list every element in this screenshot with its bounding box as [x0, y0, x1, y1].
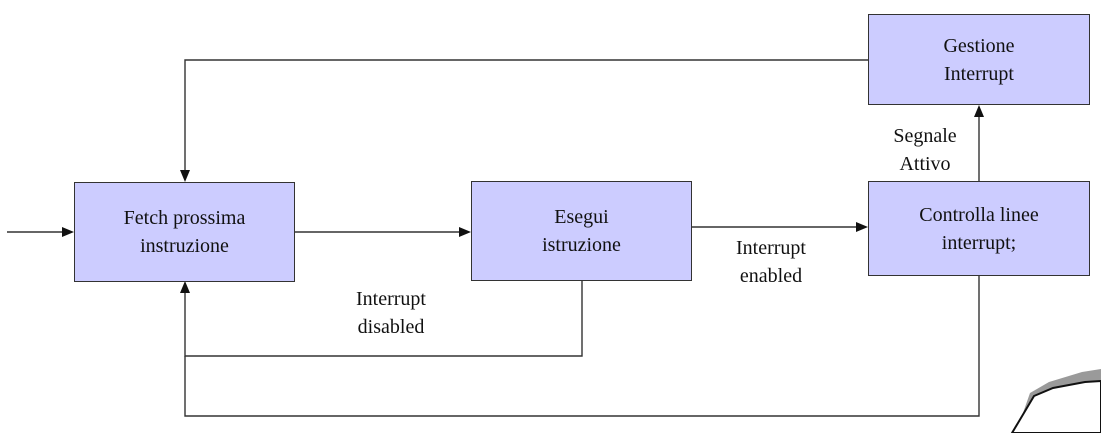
esegui-to-fetch-disabled-arrow [180, 281, 190, 293]
fetch-to-esegui-arrow [459, 227, 471, 237]
controlla-to-fetch-edge [184, 275, 980, 417]
esegui-node: Esegui istruzione [471, 181, 692, 281]
gestione-to-fetch-edge [184, 59, 868, 172]
interrupt-disabled-label: Interrupt disabled [356, 288, 426, 338]
segnale-attivo-label: Segnale Attivo [893, 125, 957, 175]
gestione-node: Gestione Interrupt [868, 14, 1090, 105]
controlla-to-gestione-arrow [974, 105, 984, 117]
fetch-node-label: Fetch prossima instruzione [123, 207, 246, 257]
gestione-node-label: Gestione Interrupt [943, 34, 1015, 85]
fetch-node: Fetch prossima instruzione [74, 182, 295, 282]
controlla-node: Controlla linee interrupt; [868, 181, 1090, 276]
page-corner-sheet [1010, 379, 1101, 433]
gestione-to-fetch-arrow [180, 170, 190, 182]
entry-arrow [62, 227, 74, 237]
interrupt-enabled-label: Interrupt enabled [736, 237, 806, 287]
esegui-node-label: Esegui istruzione [542, 206, 621, 256]
page-corner-icon [1010, 369, 1101, 433]
esegui-to-controlla-arrow [856, 222, 868, 232]
esegui-to-fetch-disabled-edge [184, 281, 583, 357]
controlla-node-label: Controlla linee interrupt; [919, 203, 1039, 254]
